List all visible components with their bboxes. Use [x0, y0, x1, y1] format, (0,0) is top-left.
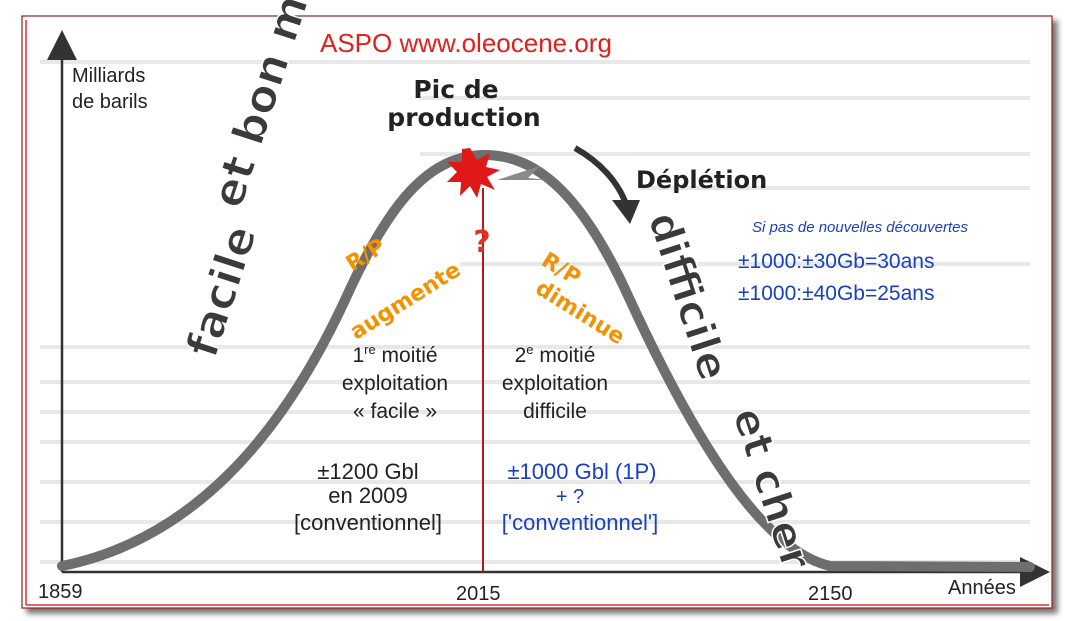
reserves-left-line2: en 2009: [328, 483, 408, 508]
x-axis-label: Années: [948, 577, 1016, 599]
spark-icon: [497, 166, 548, 180]
background-paper-texture: [40, 60, 1030, 564]
x-tick-1859: 1859: [38, 581, 83, 603]
reserves-left-line1: ±1200 Gbl: [317, 459, 418, 484]
depletion-arrow-icon: [612, 200, 640, 224]
first-half-line3: « facile »: [353, 400, 437, 423]
second-half-line2: exploitation: [502, 372, 608, 395]
first-half-line2: exploitation: [342, 372, 448, 395]
y-axis-label-line1: Milliards: [72, 65, 145, 87]
peak-title-line2: production: [387, 103, 540, 132]
reserves-left-line3: [conventionnel]: [294, 510, 442, 535]
reserves-right-line3: ['conventionnel']: [502, 510, 658, 535]
second-half-line3: difficile: [523, 400, 587, 423]
source-label: ASPO www.oleocene.org: [320, 28, 612, 58]
scenario-heading: Si pas de nouvelles découvertes: [752, 219, 968, 236]
reserves-right-line1: ±1000 Gbl (1P): [507, 459, 656, 484]
depletion-arrow-shaft: [573, 145, 629, 206]
second-half-line1: 2e moitié: [515, 342, 596, 367]
y-axis-label-line2: de barils: [72, 91, 148, 113]
peak-star-icon: [447, 148, 500, 198]
production-curve: [57, 149, 1035, 572]
scenario-line2: ±1000:±40Gb=25ans: [738, 282, 934, 305]
first-half-line1: 1re moitié: [352, 342, 437, 367]
scenario-line1: ±1000:±30Gb=30ans: [738, 250, 934, 273]
depletion-label: Déplétion: [636, 166, 767, 194]
peak-question-mark: ?: [473, 225, 490, 260]
peak-title-line1: Pic de: [413, 75, 498, 104]
reserves-right-line2: + ?: [556, 486, 584, 508]
x-tick-2150: 2150: [808, 583, 853, 605]
x-tick-2015: 2015: [456, 583, 501, 605]
